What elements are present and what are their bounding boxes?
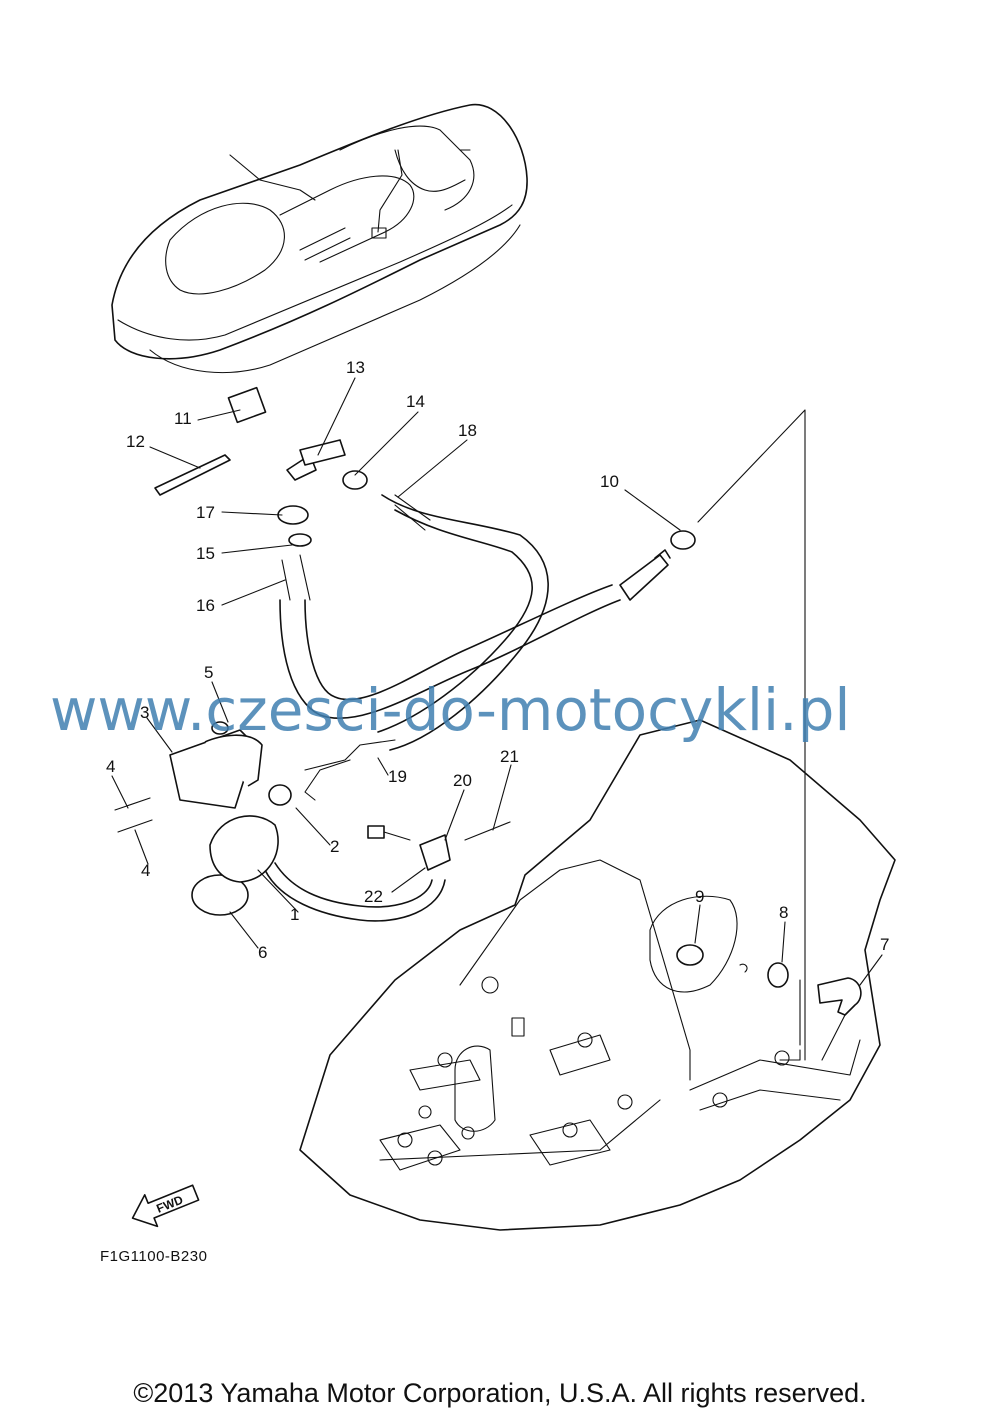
- callout-19: 19: [388, 767, 407, 786]
- leader-lines: [111, 377, 883, 986]
- watercraft-illustration: [111, 103, 528, 374]
- callout-9: 9: [695, 887, 704, 906]
- callout-1: 1: [290, 905, 299, 924]
- callout-11: 11: [174, 409, 192, 428]
- bilge-pump-part: [209, 815, 279, 883]
- cable-holder-part: [227, 386, 267, 424]
- elbow-fitting-part: [817, 977, 862, 1016]
- callout-13: 13: [346, 358, 365, 377]
- callout-17: 17: [196, 503, 215, 522]
- callout-20: 20: [453, 771, 472, 790]
- screw-part: [114, 797, 153, 833]
- clamp-part: [670, 530, 696, 550]
- holder-part: [419, 834, 451, 871]
- nut-part: [676, 944, 704, 966]
- watermark: www.czesci-do-motocykli.pl: [50, 676, 851, 744]
- callout-4b: 4: [141, 861, 150, 880]
- cable-tie-part: [154, 454, 231, 496]
- callout-labels: 1 2 3 4 4 5 6 7 8 9 10 11 12 13 14 15 16…: [106, 358, 889, 962]
- callout-5: 5: [204, 663, 213, 682]
- arrow-left-icon: [131, 1184, 200, 1228]
- connector-part: [367, 825, 385, 839]
- clip-part: [211, 721, 229, 735]
- callout-15: 15: [196, 544, 215, 563]
- part-code: F1G1100-B230: [100, 1248, 207, 1265]
- hull-illustration: [299, 719, 896, 1231]
- callout-12: 12: [126, 432, 145, 451]
- callout-22: 22: [364, 887, 383, 906]
- callout-2: 2: [330, 837, 339, 856]
- small-parts: [114, 386, 862, 1061]
- callout-18: 18: [458, 421, 477, 440]
- callout-4a: 4: [106, 757, 115, 776]
- fwd-arrow: FWD: [131, 1184, 200, 1228]
- callout-21: 21: [500, 747, 519, 766]
- callout-8: 8: [779, 903, 788, 922]
- joint-pipe-part: [288, 533, 312, 547]
- grommet-part: [767, 962, 789, 988]
- callout-6: 6: [258, 943, 267, 962]
- screw-part: [464, 821, 511, 841]
- callout-10: 10: [600, 472, 619, 491]
- callout-7: 7: [880, 935, 889, 954]
- clamp-part: [268, 784, 292, 806]
- band-part: [204, 734, 263, 787]
- callout-16: 16: [196, 596, 215, 615]
- callout-14: 14: [406, 392, 425, 411]
- copyright-notice: ©2013 Yamaha Motor Corporation, U.S.A. A…: [133, 1378, 867, 1408]
- hose-assembly: [264, 494, 671, 922]
- clamp-part: [342, 470, 368, 490]
- callout-3: 3: [140, 703, 149, 722]
- cap-part: [191, 874, 249, 916]
